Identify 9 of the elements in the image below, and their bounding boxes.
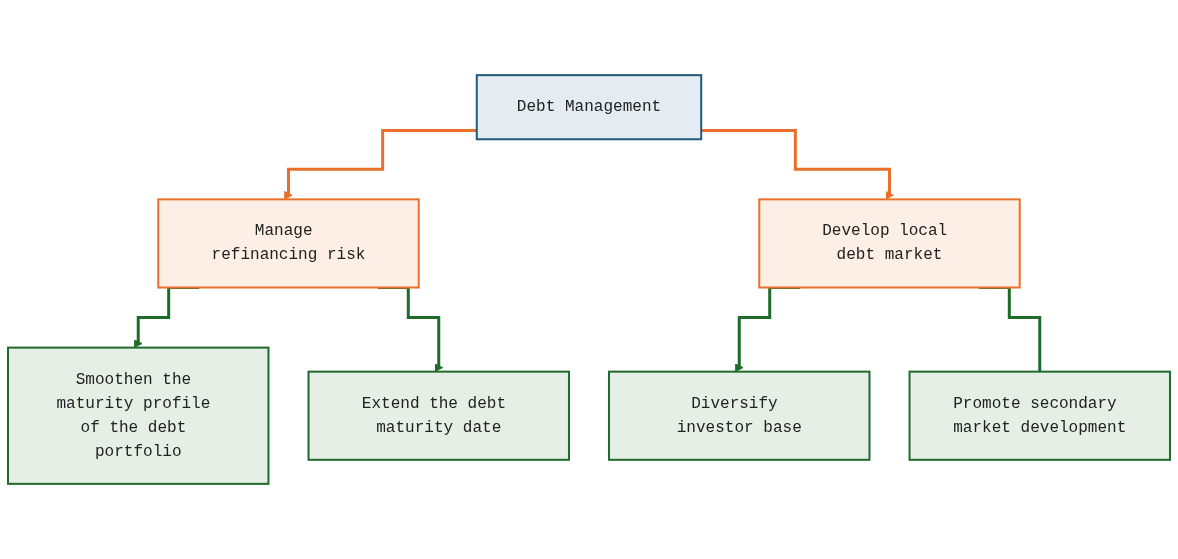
node-box: Debt Management	[475, 74, 703, 141]
arrow	[701, 128, 894, 200]
node-box: Smoothen the maturity profile of the debt portfolio	[7, 346, 270, 485]
arrow	[284, 128, 477, 200]
node-box: Manage refinancing risk	[157, 198, 420, 289]
node-box: Extend the debt maturity date	[307, 370, 570, 461]
node-box: Develop local debt market	[758, 198, 1021, 289]
node-box: Promote secondary market development	[908, 370, 1171, 461]
node-box: Diversify investor base	[608, 370, 871, 461]
